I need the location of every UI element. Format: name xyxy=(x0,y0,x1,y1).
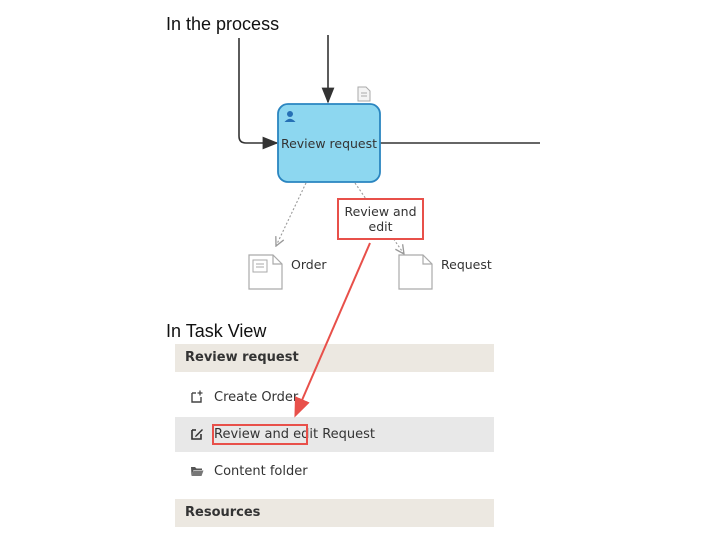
action-label-highlighted: Review and edit xyxy=(214,427,319,442)
action-label: Create Order xyxy=(214,390,299,405)
annotation-line-2: edit xyxy=(369,219,393,234)
sequence-flow-left xyxy=(238,38,279,150)
folder-icon xyxy=(191,467,204,476)
edit-icon xyxy=(191,429,203,440)
process-heading: In the process xyxy=(166,14,280,34)
data-object-order[interactable]: Order xyxy=(248,254,327,290)
action-content-folder[interactable]: Content folder xyxy=(175,454,494,489)
user-task-review-request[interactable]: Review request xyxy=(277,103,381,183)
resources-section-header: Resources xyxy=(175,499,494,527)
action-label-rest: Request xyxy=(318,427,376,442)
action-review-and-edit-request[interactable]: Review and edit Request xyxy=(175,417,494,452)
association-annotation: Review and edit xyxy=(337,198,424,240)
add-document-icon xyxy=(191,390,203,403)
task-label: Review request xyxy=(281,136,377,151)
action-label: Content folder xyxy=(214,464,308,479)
task-document-icon xyxy=(357,86,371,102)
task-view-heading: In Task View xyxy=(166,321,267,341)
process-diagram: Review request Review and edit Order Req… xyxy=(238,35,540,290)
task-section-header: Review request xyxy=(175,344,494,372)
action-create-order[interactable]: Create Order xyxy=(175,380,494,415)
user-icon xyxy=(284,111,296,122)
action-label: Review and edit Request xyxy=(214,417,375,452)
data-object-order-label: Order xyxy=(291,257,327,272)
annotation-line-1: Review and xyxy=(344,204,416,219)
data-object-request-label: Request xyxy=(441,257,492,272)
document-lines-icon xyxy=(252,259,268,273)
data-object-request[interactable]: Request xyxy=(398,254,492,290)
data-association-order xyxy=(276,182,307,246)
